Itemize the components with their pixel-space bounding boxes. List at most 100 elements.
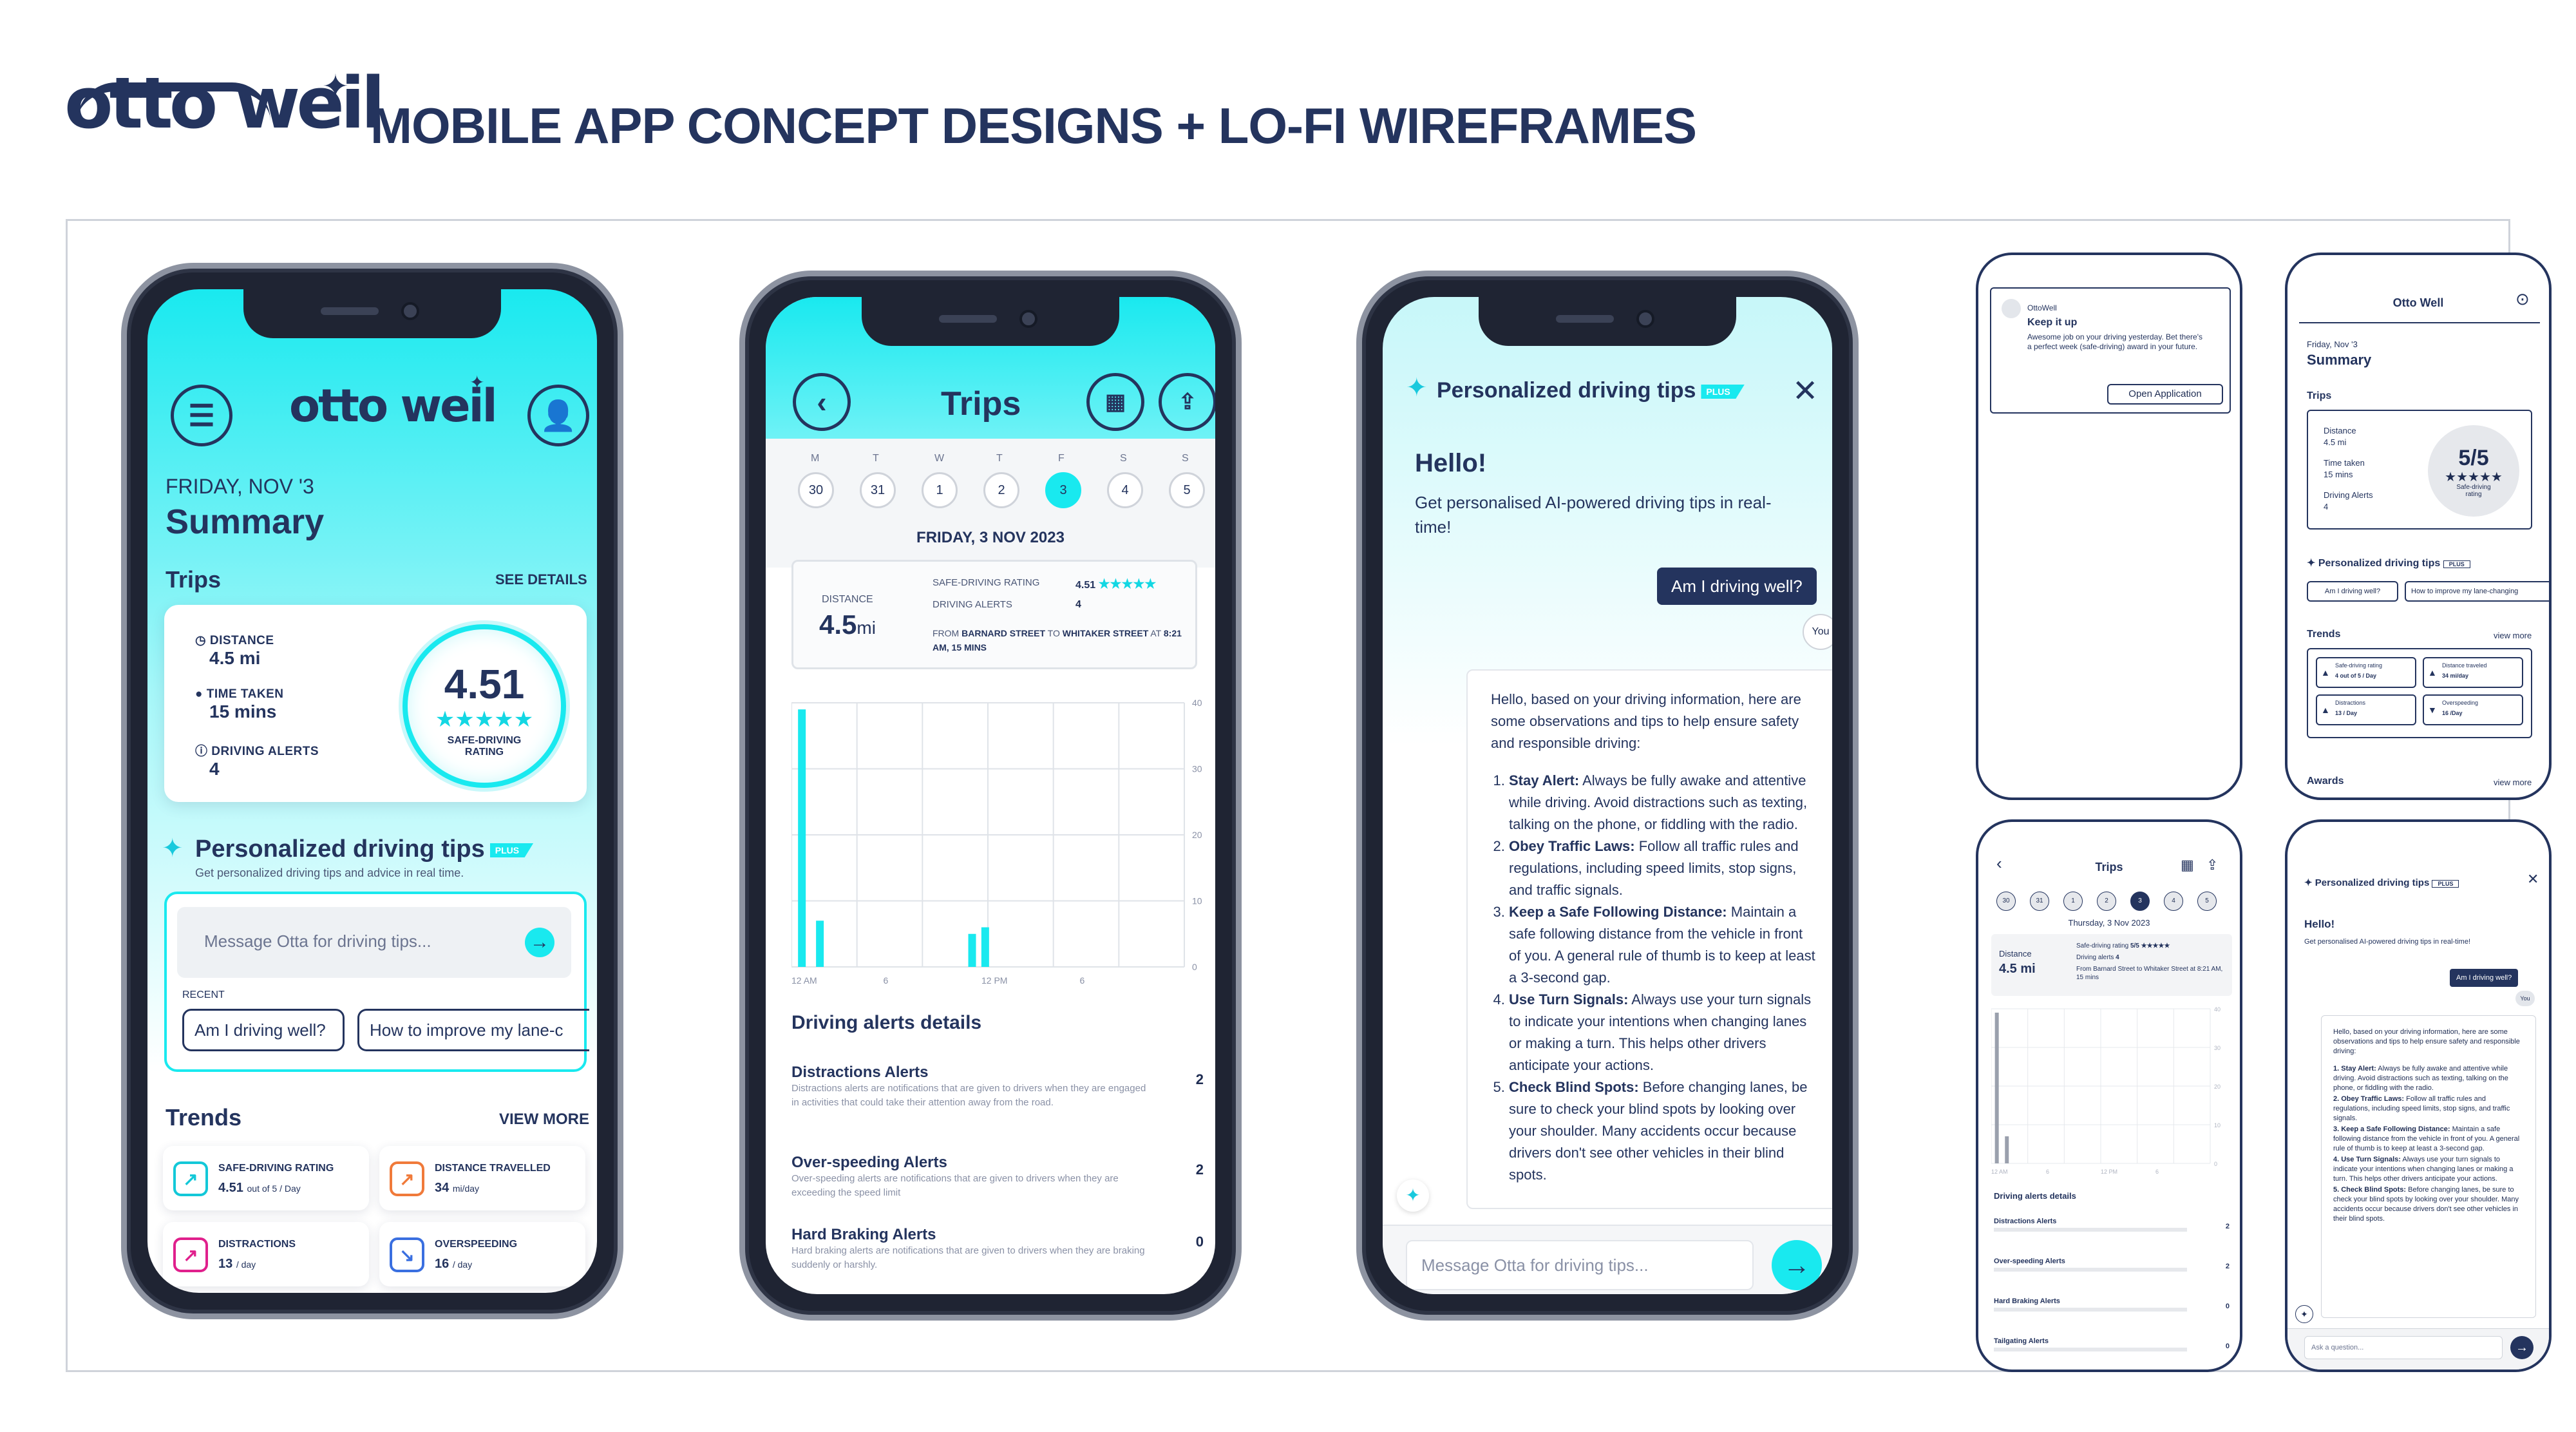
chart-bar — [798, 709, 806, 967]
wf-awards-more-link[interactable]: view more — [2494, 778, 2532, 787]
profile-icon[interactable]: ⊙ — [2515, 289, 2530, 309]
send-arrow-icon[interactable]: → — [1772, 1240, 1822, 1290]
wf-trip-detail[interactable]: Distance 4.5 mi Safe-driving rating 5/5 … — [1991, 934, 2232, 996]
wf-trend-up-icon: ▲ — [2321, 667, 2330, 678]
wireframe-summary: Otto Well ⊙ Friday, Nov '3 Summary Trips… — [2285, 253, 2552, 800]
x-tick-label: 6 — [1080, 975, 1085, 986]
day-5[interactable]: 5 — [1169, 472, 1205, 508]
y-tick-label: 0 — [1192, 962, 1197, 972]
menu-icon[interactable]: ☰ — [171, 385, 232, 446]
wf-day-31[interactable]: 31 — [2030, 892, 2049, 911]
ai-avatar-sparkle-icon: ✦ — [1397, 1179, 1429, 1212]
recent-label: RECENT — [182, 989, 225, 1000]
close-icon[interactable]: ✕ — [1792, 374, 1819, 408]
trip-detail-card[interactable]: DISTANCE 4.5mi SAFE-DRIVING RATING 4.51 … — [791, 560, 1197, 669]
wf-day-3[interactable]: 3 — [2130, 892, 2150, 911]
trend-safe-rating[interactable]: ↗ SAFE-DRIVING RATING 4.51 out of 5 / Da… — [163, 1146, 369, 1210]
calendar-icon[interactable]: ▦ — [1086, 373, 1144, 431]
close-icon[interactable]: ✕ — [2527, 871, 2539, 887]
weekday-label: M — [811, 453, 820, 464]
wf-rating-circle: 5/5 ★★★★★ Safe-driving rating — [2428, 425, 2519, 517]
back-icon[interactable]: ‹ — [793, 373, 851, 431]
share-icon[interactable]: ⇪ — [2206, 857, 2219, 873]
y-tick-label: 40 — [1192, 698, 1202, 708]
user-message-bubble: Am I driving well? — [1657, 568, 1817, 605]
tip-item: Stay Alert: Always be fully awake and at… — [1509, 770, 1815, 835]
wf-user-bubble: Am I driving well? — [2450, 969, 2519, 987]
trends-heading: Trends — [166, 1104, 242, 1131]
phone-summary: ☰ otto weil ✦ 👤 FRIDAY, NOV '3 Summary T… — [121, 263, 623, 1319]
day-30[interactable]: 30 — [798, 472, 834, 508]
distance-stat: ◷ DISTANCE 4.5 mi — [195, 634, 274, 668]
trip-summary-card[interactable]: ◷ DISTANCE 4.5 mi ● TIME TAKEN 15 mins ⓘ… — [164, 605, 587, 802]
wf-tip-item: 2. Obey Traffic Laws: Follow all traffic… — [2333, 1095, 2510, 1122]
wf-tip-item: 4. Use Turn Signals: Always use your tur… — [2333, 1156, 2514, 1183]
message-input[interactable]: Message Otta for driving tips... — [1406, 1240, 1754, 1290]
wf-chip-driving-well[interactable]: Am I driving well? — [2307, 581, 2398, 602]
alert-item-distractions[interactable]: Distractions Alerts Distractions alerts … — [791, 1064, 1204, 1108]
sparkle-icon: ✦ — [469, 372, 485, 392]
divider — [2299, 322, 2540, 323]
sparkle-icon: ✦ — [162, 834, 184, 863]
wf-send-icon[interactable]: → — [2510, 1336, 2533, 1359]
day-3[interactable]: 3 — [1045, 472, 1081, 508]
chip-lane-change[interactable]: How to improve my lane-c — [357, 1009, 589, 1051]
rating-stars: ★★★★★ — [435, 707, 534, 732]
wf-message-input[interactable]: Ask a question... — [2304, 1336, 2503, 1359]
trips-heading: Trips — [166, 566, 222, 593]
y-tick-label: 30 — [1192, 764, 1202, 774]
wf-day-30[interactable]: 30 — [1996, 892, 2016, 911]
day-4[interactable]: 4 — [1107, 472, 1143, 508]
wf-x-tick: 12 AM — [1991, 1169, 2008, 1175]
wf-open-app-button[interactable]: Open Application — [2107, 384, 2223, 405]
wf-push-notification[interactable]: OttoWell Keep it up Awesome job on your … — [1990, 287, 2231, 414]
send-arrow-icon[interactable]: → — [525, 928, 554, 957]
chip-driving-well[interactable]: Am I driving well? — [182, 1009, 345, 1051]
day-2[interactable]: 2 — [983, 472, 1019, 508]
wf-day-4[interactable]: 4 — [2164, 892, 2183, 911]
trend-distractions[interactable]: ↗ DISTRACTIONS 13 / day — [163, 1222, 369, 1286]
calendar-icon[interactable]: ▦ — [2181, 857, 2194, 873]
summary-title: Summary — [166, 502, 325, 541]
wf-y-tick: 10 — [2214, 1122, 2221, 1129]
alert-icon: ⓘ — [195, 745, 208, 758]
wf-view-more-link[interactable]: view more — [2494, 631, 2532, 640]
share-icon[interactable]: ⇪ — [1159, 373, 1215, 431]
sparkle-icon: ✦ — [1406, 374, 1428, 402]
wf-chart-bar — [2005, 1136, 2009, 1163]
back-icon[interactable]: ‹ — [1996, 854, 2002, 873]
trend-distance[interactable]: ↗ DISTANCE TRAVELLED 34 mi/day — [379, 1146, 585, 1210]
wf-trip-card[interactable]: Distance 4.5 mi Time taken 15 mins Drivi… — [2307, 410, 2532, 530]
day-31[interactable]: 31 — [860, 472, 896, 508]
profile-icon[interactable]: 👤 — [527, 385, 589, 446]
x-tick-label: 12 PM — [981, 975, 1007, 986]
tip-item: Check Blind Spots: Before changing lanes… — [1509, 1076, 1815, 1186]
trips-title: Trips — [941, 385, 1021, 423]
alert-item-hard-braking[interactable]: Hard Braking Alerts Hard braking alerts … — [791, 1226, 1204, 1270]
alerts-details-heading: Driving alerts details — [791, 1012, 982, 1033]
wf-y-tick: 40 — [2214, 1006, 2221, 1013]
see-details-link[interactable]: SEE DETAILS — [495, 571, 587, 587]
wf-day-2[interactable]: 2 — [2097, 892, 2116, 911]
wf-day-1[interactable]: 1 — [2063, 892, 2083, 911]
page-title: MOBILE APP CONCEPT DESIGNS + LO-FI WIREF… — [370, 97, 1697, 154]
logo-car-roof — [77, 82, 270, 121]
wf-day-5[interactable]: 5 — [2197, 892, 2217, 911]
view-more-link[interactable]: VIEW MORE — [499, 1111, 590, 1128]
wf-chip-lane-change[interactable]: How to improve my lane-changing — [2405, 581, 2549, 602]
rating-ring: 4.51 ★★★★★ SAFE-DRIVING RATING — [402, 624, 566, 788]
day-1[interactable]: 1 — [922, 472, 958, 508]
alert-item-overspeeding[interactable]: Over-speeding Alerts Over-speeding alert… — [791, 1154, 1204, 1198]
trend-overspeeding[interactable]: ↘ OVERSPEEDING 16 / day — [379, 1222, 585, 1286]
message-input[interactable]: Message Otta for driving tips... → — [177, 907, 571, 978]
